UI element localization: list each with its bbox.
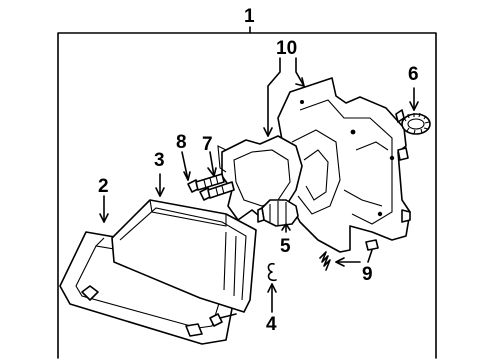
callout-2: 2 [98, 176, 109, 197]
callout-10: 10 [276, 38, 297, 59]
leader-lines [99, 57, 419, 313]
callout-5: 5 [280, 236, 291, 257]
retainer-clip [267, 262, 277, 282]
headlamp-reflector [111, 199, 257, 313]
callout-1: 1 [244, 6, 255, 27]
adjuster-bolt-upper [187, 173, 225, 193]
assembly-frame [57, 26, 437, 359]
callout-8: 8 [176, 132, 187, 153]
adjuster-bolt-lower [199, 181, 235, 201]
callout-3: 3 [154, 150, 165, 171]
retaining-ring [401, 112, 431, 135]
callout-6: 6 [408, 64, 419, 85]
callout-9: 9 [362, 264, 373, 285]
lens-mounting-screw [209, 313, 237, 327]
callout-4: 4 [266, 314, 277, 335]
spring-clip [319, 251, 331, 271]
housing-mounting-screw [365, 239, 379, 263]
callout-7: 7 [202, 134, 213, 155]
bulb-socket [257, 199, 299, 227]
